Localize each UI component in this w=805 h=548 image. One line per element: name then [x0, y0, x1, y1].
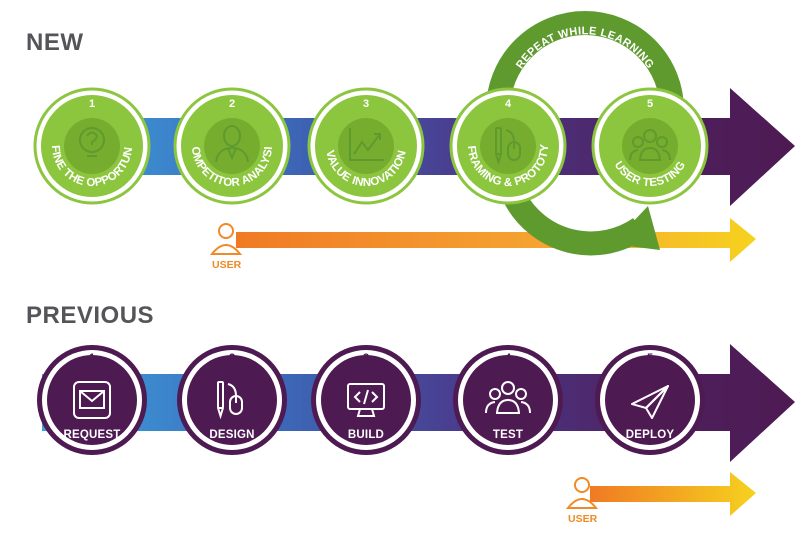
- previous-step-5: 5 DEPLOY: [595, 345, 705, 455]
- paper-plane-icon: [631, 385, 669, 419]
- new-user-figure-icon: [209, 223, 243, 255]
- previous-step-4-label: TEST: [493, 429, 523, 441]
- section-title-new: NEW: [26, 29, 84, 56]
- previous-step-2: 2 DESIGN: [177, 345, 287, 455]
- new-step-2-number: 2: [229, 98, 235, 110]
- new-step-1-number: 1: [89, 98, 95, 110]
- section-title-previous: PREVIOUS: [26, 302, 155, 329]
- previous-step-1: 1 REQUEST: [37, 345, 147, 455]
- person-icon: [215, 125, 249, 163]
- new-step-3: 3 VALUE INNOVATION: [307, 87, 425, 205]
- previous-step-4-number: 4: [505, 352, 512, 364]
- previous-user-arrow: [590, 472, 756, 516]
- previous-step-2-label: DESIGN: [209, 429, 254, 441]
- previous-step-1-label: REQUEST: [64, 429, 121, 441]
- pen-mouse-icon: [495, 127, 521, 166]
- new-step-1: 1 DEFINE THE OPPORTUNITY: [0, 0, 151, 205]
- new-step-4-number: 4: [505, 98, 512, 110]
- code-monitor-icon: [347, 383, 385, 417]
- new-step-3-number: 3: [363, 98, 369, 110]
- new-step-5-number: 5: [647, 98, 653, 110]
- growth-chart-icon: [349, 128, 384, 161]
- previous-step-5-label: DEPLOY: [626, 429, 675, 441]
- previous-step-1-number: 1: [89, 352, 95, 364]
- pen-mouse-icon: [217, 381, 243, 420]
- group-icon: [629, 129, 671, 161]
- previous-step-3-number: 3: [363, 352, 369, 364]
- previous-user-figure-icon: [565, 477, 599, 509]
- question-bulb-icon: [79, 127, 105, 157]
- previous-step-2-number: 2: [229, 352, 235, 364]
- repeat-loop-arrow: [486, 11, 684, 256]
- new-step-5: 5 USER TESTING: [591, 87, 709, 205]
- previous-step-4: 4 TEST: [453, 345, 563, 455]
- new-user-arrow: [236, 218, 756, 262]
- new-user-label: USER: [212, 259, 242, 271]
- previous-user-label: USER: [568, 513, 598, 525]
- group-icon: [485, 381, 531, 414]
- previous-step-3: 3 BUILD: [311, 345, 421, 455]
- previous-step-5-number: 5: [647, 352, 653, 364]
- envelope-icon: [79, 390, 105, 409]
- previous-step-3-label: BUILD: [348, 429, 384, 441]
